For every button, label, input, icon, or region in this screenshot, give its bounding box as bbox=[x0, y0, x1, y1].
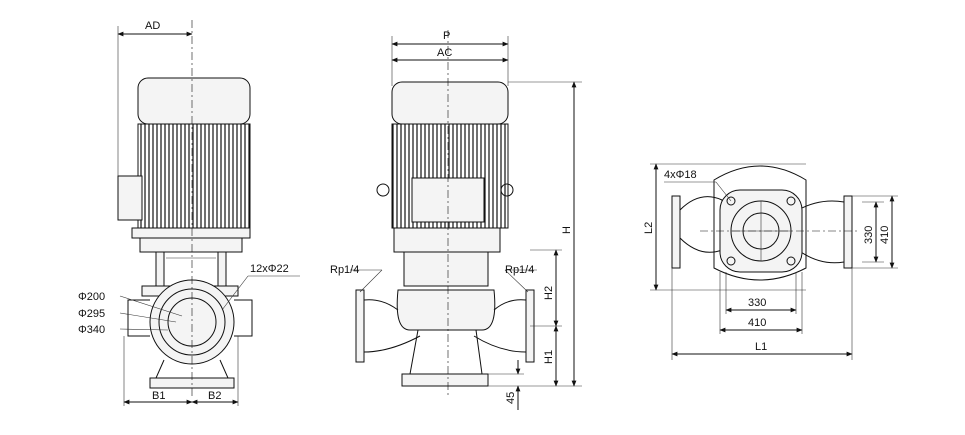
top-inlet-flange bbox=[671, 195, 681, 269]
label-330-horizontal: 330 bbox=[748, 297, 766, 309]
label-b2: B2 bbox=[208, 390, 221, 402]
side-terminal-box bbox=[411, 177, 485, 223]
label-rp-left: Rp1/4 bbox=[330, 264, 359, 276]
label-h1: H1 bbox=[543, 350, 555, 364]
terminal-box bbox=[117, 175, 143, 221]
top-body-outline bbox=[713, 165, 807, 281]
motor-cap bbox=[137, 77, 251, 125]
label-ad: AD bbox=[145, 20, 160, 32]
side-motor-cap bbox=[391, 81, 509, 125]
stand-left bbox=[155, 251, 165, 287]
corner-bolt-4 bbox=[786, 256, 796, 266]
corner-bolt-2 bbox=[786, 196, 796, 206]
housing-right bbox=[234, 299, 253, 337]
label-410-horizontal: 410 bbox=[748, 317, 766, 329]
adapter-ring bbox=[139, 237, 243, 253]
label-d340: Φ340 bbox=[78, 324, 105, 336]
label-l1: L1 bbox=[755, 341, 767, 353]
label-d295: Φ295 bbox=[78, 308, 105, 320]
side-foot bbox=[409, 329, 483, 375]
label-bolts-12: 12xΦ22 bbox=[250, 263, 289, 275]
motor-body bbox=[137, 123, 251, 229]
label-bolts-4: 4xΦ18 bbox=[664, 169, 697, 181]
top-outlet-flange bbox=[843, 195, 853, 269]
inlet-branch bbox=[679, 196, 723, 253]
corner-bolt-3 bbox=[726, 256, 736, 266]
side-adapter bbox=[403, 251, 489, 287]
motor-flange bbox=[131, 227, 251, 239]
label-ac: AC bbox=[437, 47, 452, 59]
label-l2: L2 bbox=[643, 222, 655, 234]
label-410-vertical: 410 bbox=[879, 226, 891, 244]
stand-right bbox=[217, 251, 227, 287]
label-rp-right: Rp1/4 bbox=[505, 264, 534, 276]
flange-bolt-circle bbox=[158, 288, 226, 356]
side-view: P AC H H2 H1 Rp1/4 Rp1/4 45 bbox=[330, 30, 582, 410]
label-h: H bbox=[561, 226, 573, 234]
side-volute bbox=[396, 289, 496, 331]
front-view: AD 12xΦ22 Φ200 Φ295 Φ340 B1 B2 bbox=[78, 20, 300, 406]
inlet-flange bbox=[355, 289, 365, 363]
outlet-branch bbox=[797, 200, 845, 264]
label-h2: H2 bbox=[543, 286, 555, 300]
top-view: 4xΦ18 L2 330 410 330 410 L1 bbox=[643, 163, 898, 360]
label-p: P bbox=[443, 30, 450, 42]
lifting-eye-right bbox=[500, 183, 514, 197]
label-d200: Φ200 bbox=[78, 291, 105, 303]
label-330-vertical: 330 bbox=[863, 226, 875, 244]
housing-left bbox=[127, 299, 150, 337]
side-flange bbox=[393, 227, 501, 253]
label-45: 45 bbox=[505, 392, 517, 404]
side-base bbox=[401, 373, 489, 387]
label-b1: B1 bbox=[152, 390, 165, 402]
lifting-eye-left bbox=[376, 183, 390, 197]
corner-bolt-1 bbox=[726, 196, 736, 206]
